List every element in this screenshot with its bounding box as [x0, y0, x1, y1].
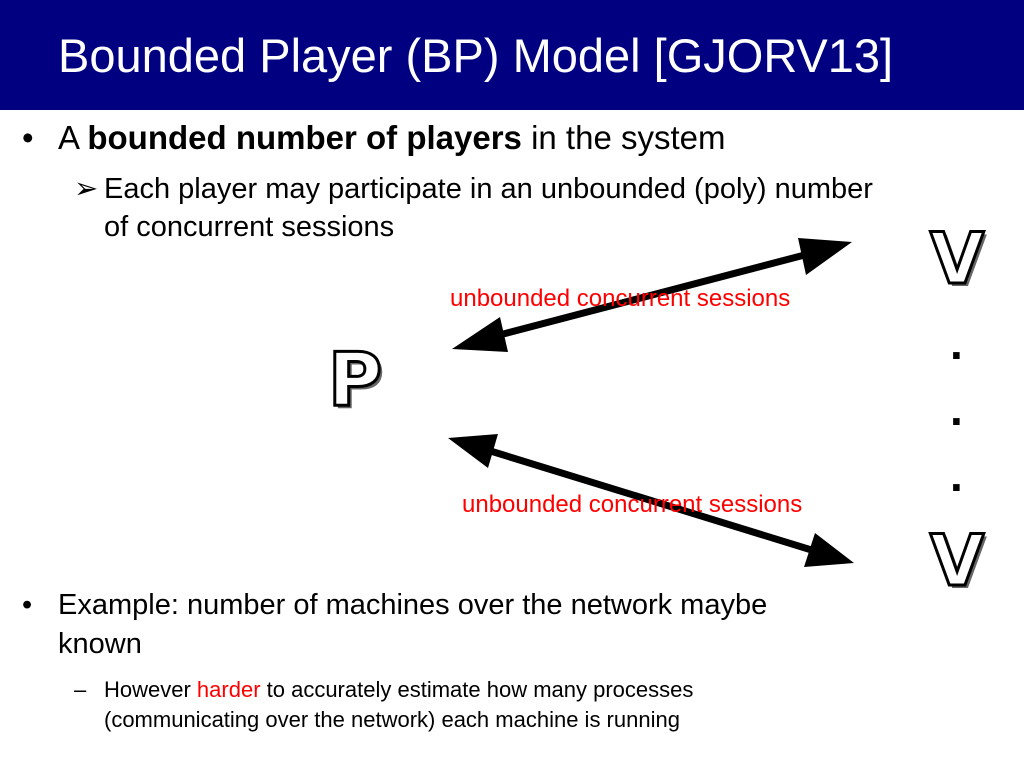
- bullet-text: Example: number of machines over the net…: [58, 589, 768, 660]
- prover-node: P: [326, 337, 383, 423]
- bullet-bold: bounded number of players: [87, 119, 522, 156]
- verifier-node-top: V: [928, 218, 985, 300]
- slide-title: Bounded Player (BP) Model [GJORV13]: [58, 29, 894, 82]
- bullet-marker: •: [22, 119, 34, 156]
- bullet-suffix: in the system: [521, 119, 726, 156]
- sub-bullet-text: Each player may participate in an unboun…: [104, 173, 873, 243]
- title-bar: Bounded Player (BP) Model [GJORV13]: [0, 0, 1024, 110]
- ellipsis-dot: .: [950, 317, 963, 369]
- bullet-prefix: A: [58, 119, 88, 156]
- verifier-node-bottom: V: [928, 520, 985, 602]
- highlight-word: harder: [196, 677, 261, 702]
- ellipsis-dot: .: [950, 449, 963, 501]
- bullet-text: A bounded number of players in the syste…: [58, 117, 725, 159]
- sub-bullet-text: However harder to accurately estimate ho…: [104, 675, 834, 735]
- edge-label-bottom: unbounded concurrent sessions: [462, 491, 803, 518]
- sub-bullet-suffix: to accurately estimate how many processe…: [104, 677, 694, 732]
- edge-label-top: unbounded concurrent sessions: [450, 285, 791, 312]
- arrow-bullet-icon: ➢: [74, 173, 99, 205]
- bullet-marker: •: [22, 589, 33, 621]
- ellipsis-dot: .: [950, 383, 963, 435]
- sub-bullet-prefix: However: [104, 677, 197, 702]
- dash-bullet: –: [74, 677, 87, 702]
